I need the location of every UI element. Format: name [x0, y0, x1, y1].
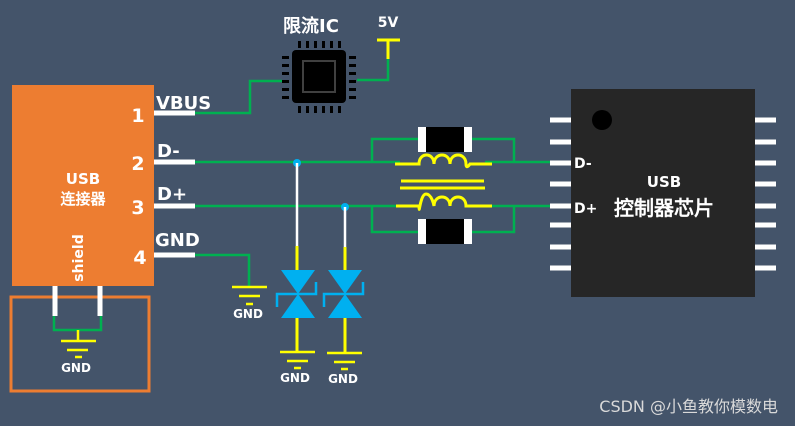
gnd-label: GND: [61, 361, 91, 375]
pin-label-vbus: VBUS: [156, 93, 211, 114]
chip-title: USB: [647, 173, 681, 191]
connector-title-cn: 连接器: [60, 190, 106, 208]
usb-connector: USB 连接器 shield 1 2 3 4 VBUS D- D+ GND: [12, 85, 211, 286]
pin-label-dplus: D+: [157, 184, 187, 205]
current-limit-ic: 限流IC 5V: [282, 15, 400, 113]
pin-number: 4: [133, 247, 146, 269]
tvs-diode-1: GND: [275, 159, 318, 385]
ground-symbol: [61, 330, 96, 359]
pin1-marker: [592, 110, 612, 130]
pin-label-gnd: GND: [155, 230, 200, 251]
chip-title-cn: 控制器芯片: [614, 196, 714, 220]
ic-out-wire: [357, 58, 390, 82]
chip-pin-dminus: D-: [574, 156, 592, 172]
common-mode-choke: [395, 127, 492, 244]
ground-symbol: [232, 285, 267, 306]
shield-ground: GND: [9, 286, 151, 393]
gnd-label: GND: [328, 372, 358, 386]
chip-pin-dplus: D+: [574, 201, 597, 217]
vbus-wire: [195, 79, 282, 115]
pin-label-dminus: D-: [157, 141, 180, 162]
usb-controller-chip: D- D+ USB 控制器芯片: [550, 89, 776, 297]
gnd-label: GND: [280, 371, 310, 385]
watermark: CSDN @小鱼教你模数电: [599, 397, 778, 416]
gnd-wire: [195, 253, 251, 287]
pin-number: 3: [131, 197, 144, 219]
limiter-title: 限流IC: [283, 15, 339, 37]
pin-number: 2: [131, 153, 144, 175]
connector-title: USB: [66, 170, 100, 188]
supply-5v-label: 5V: [378, 15, 399, 31]
gnd-label: GND: [233, 307, 263, 321]
tvs-diode-2: GND: [322, 203, 365, 386]
pin-number: 1: [131, 105, 144, 127]
shield-label: shield: [71, 234, 87, 281]
